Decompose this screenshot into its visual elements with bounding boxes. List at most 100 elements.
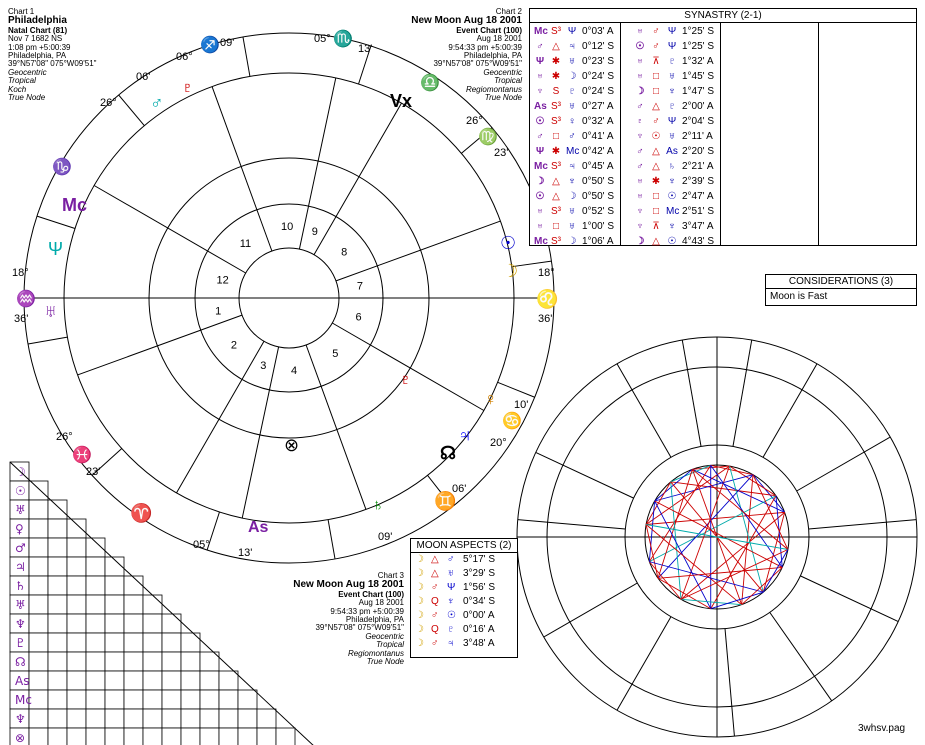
sign-boundary	[242, 36, 251, 77]
moon-aspect-cell: ♂	[431, 582, 439, 593]
aspect-grid-cell	[28, 613, 49, 634]
synastry-cell: S³	[551, 206, 561, 217]
synastry-cell: ♂	[652, 116, 660, 127]
aspect-grid-cell	[66, 518, 87, 539]
aspect-grid-cell	[180, 727, 201, 745]
synastry-cell: 0°52' S	[582, 206, 615, 217]
aspect-grid-cell	[142, 727, 163, 745]
aspect-grid-cell	[47, 613, 68, 634]
moon-aspect-cell: ♃	[447, 638, 455, 649]
house-number: 6	[356, 312, 362, 324]
sign-boundary	[461, 127, 493, 154]
moon-aspect-cell: △	[431, 554, 439, 565]
aspect-grid-cell	[66, 651, 87, 672]
synastry-cell: ♆	[536, 86, 544, 97]
aspect-grid-cell	[47, 651, 68, 672]
moon-aspect-cell: ☽	[415, 610, 424, 621]
synastry-cell: □	[652, 86, 660, 97]
synastry-cell: ☽	[635, 86, 645, 97]
aspect-grid-label: ♀	[15, 522, 24, 536]
cusp-label: 23'	[86, 466, 101, 478]
synastry-row: ♅□☉2°47' A	[634, 189, 734, 204]
synastry-cell: As	[534, 101, 547, 112]
house-cusp	[332, 322, 485, 411]
house-cusp	[77, 314, 243, 376]
synastry-cell: ♆	[636, 221, 644, 232]
synastry-cell: □	[652, 71, 660, 82]
aspect-grid-cell	[85, 575, 106, 596]
aspect-line	[648, 465, 712, 562]
aspect-grid-label: ☊	[15, 655, 26, 669]
aspect-line	[762, 512, 786, 593]
aspect-grid-cell	[47, 670, 68, 691]
chart2-node: True Node	[484, 93, 522, 103]
aspect-line	[710, 465, 783, 568]
aspect-grid-cell	[180, 651, 201, 672]
jupiter-glyph: ♃	[458, 425, 472, 445]
sign-libra: ♎	[420, 75, 440, 92]
synastry-row: ♆⊼♆3°47' A	[634, 219, 734, 234]
cusp-label: 06'	[452, 483, 467, 495]
synastry-row: ♂△♄2°21' A	[634, 159, 734, 174]
synastry-cell: ♂	[636, 146, 644, 157]
synastry-cell: ☽	[535, 176, 545, 187]
small-wheel-cusp	[732, 339, 753, 447]
aspect-line	[680, 465, 730, 600]
synastry-cell: ♆	[668, 176, 676, 187]
synastry-cell: △	[552, 176, 560, 187]
small-wheel-cusp	[724, 628, 735, 737]
moon-aspect-row: ☽♂♃3°48' A	[411, 637, 517, 651]
sign-cancer: ♋	[502, 413, 522, 430]
moon-aspect-cell: 3°29' S	[463, 568, 496, 579]
aspect-line	[680, 598, 742, 606]
synastry-cell: △	[652, 236, 660, 247]
synastry-cell: △	[552, 41, 560, 52]
synastry-cell: ♇	[636, 116, 644, 127]
moon-aspect-cell: ♂	[447, 554, 455, 565]
synastry-cell: ♀	[568, 116, 576, 127]
cusp-label: 18°	[538, 267, 555, 279]
chart3-header: Chart 3 New Moon Aug 18 2001 Event Chart…	[262, 571, 404, 666]
aspect-grid-cell	[47, 518, 68, 539]
aspect-grid-cell	[237, 727, 258, 745]
cusp-label: 18°	[12, 267, 29, 279]
synastry-cell: 2°21' A	[682, 161, 714, 172]
considerations-title: CONSIDERATIONS (3)	[766, 275, 916, 289]
synastry-cell: ♅	[568, 221, 576, 232]
aspect-grid-cell	[237, 689, 258, 710]
sign-leo: ♌	[536, 289, 559, 309]
synastry-cell: △	[652, 101, 660, 112]
aspect-grid-cell	[28, 575, 49, 596]
aspect-line	[752, 474, 789, 550]
chart2-coords: 39°N57'08" 075°W09'51"	[433, 59, 522, 69]
aspect-grid-cell	[218, 708, 239, 729]
house-cusp	[176, 341, 265, 494]
synastry-row: ♆☉♅2°11' A	[634, 129, 734, 144]
synastry-cell: 0°32' A	[582, 116, 614, 127]
house-number: 4	[291, 365, 297, 377]
synastry-cell: S³	[551, 236, 561, 247]
synastry-title: SYNASTRY (2-1)	[530, 9, 916, 23]
synastry-cell: 1°47' S	[682, 86, 715, 97]
aspect-grid-cell	[47, 556, 68, 577]
aspect-grid-cell	[142, 594, 163, 615]
moon-aspect-cell: ☽	[415, 582, 424, 593]
small-wheel-cusp	[543, 582, 638, 638]
synastry-cell: 1°32' A	[682, 56, 714, 67]
aspect-grid-label: ♃	[15, 560, 26, 574]
aspect-grid-cell	[161, 632, 182, 653]
small-wheel-cusp	[762, 363, 818, 458]
synastry-cell: ♅	[636, 26, 644, 37]
aspect-grid-cell	[142, 689, 163, 710]
aspect-grid-label: ♇	[15, 636, 26, 650]
aspect-grid-cell	[85, 670, 106, 691]
chart2-type: Event Chart (100)	[456, 25, 522, 35]
aspect-grid-cell	[123, 670, 144, 691]
house-number: 2	[231, 339, 237, 351]
